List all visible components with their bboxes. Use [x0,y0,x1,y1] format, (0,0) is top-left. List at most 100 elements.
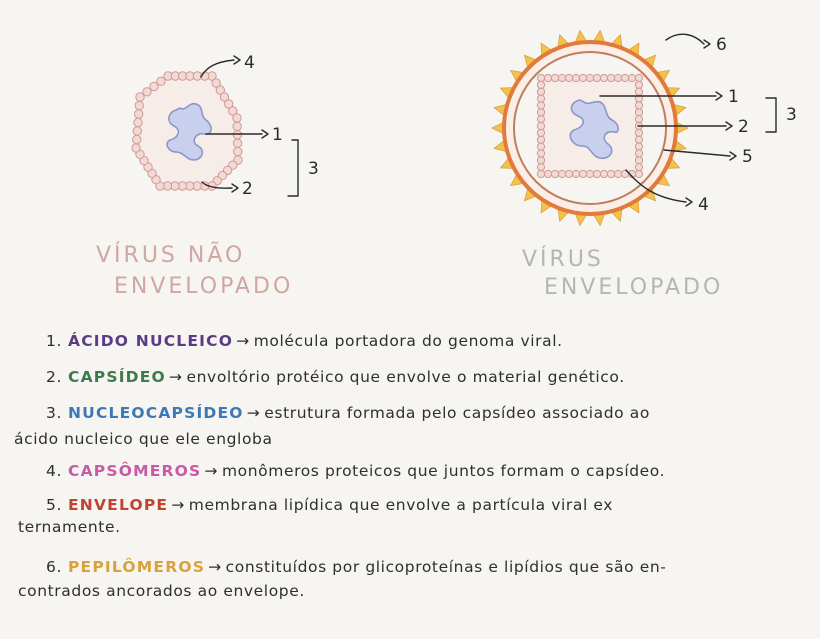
leader-line-2 [201,181,233,189]
capsomer-bead [599,169,609,179]
capsomer-bead [634,115,644,124]
title-non-enveloped-line1: VÍRUS NÃO [96,241,245,268]
capsomer-bead [592,73,602,83]
arrow-icon: → [208,558,222,576]
legend-definition: membrana lipídica que envolve a partícul… [188,496,614,514]
capsomer-bead [550,73,560,83]
legend-number: 1. [46,332,62,350]
capsomer-bead [627,73,637,83]
capsomer-bead [557,169,567,179]
capsomer-bead [536,108,546,117]
capsomer-bead [536,94,546,103]
capsomer-bead [142,87,152,97]
arrow-head-icon [685,197,693,207]
capsomer-bead [228,106,238,116]
capsomer-bead [536,87,546,96]
capsomer-bead [564,169,574,179]
legend-definition: molécula portadora do genoma viral. [253,332,563,350]
legend-term: PEPILÔMEROS [68,558,206,576]
legend-definition: ácido nucleico que ele engloba [14,430,273,448]
capsomer-bead [606,169,616,179]
capsomer-bead [613,73,623,83]
legend-item-5-continued: ternamente. [18,518,121,536]
label-1: 1 [272,125,283,145]
capsomer-bead [634,142,644,151]
capsomer-bead [133,117,143,128]
capsomer-bead [215,85,226,95]
arrow-icon: → [246,404,261,422]
legend-definition: estrutura formada pelo capsídeo associad… [264,404,650,422]
capsomer-bead [634,149,644,158]
bracket-3 [765,97,777,133]
label-4: 4 [698,195,709,215]
capsomer-bead [536,142,546,151]
capsomer-bead [536,73,546,83]
arrow-head-icon [725,121,733,131]
legend-item-1: 1.ÁCIDO NUCLEICO→molécula portadora do g… [46,332,563,350]
capsomer-bead [564,73,574,83]
label-4: 4 [244,53,255,73]
capsomer-bead [536,101,546,110]
capsomer-bead [232,138,243,148]
capsomer-bead [571,169,581,179]
legend-number: 5. [46,496,62,514]
legend-definition: monômeros proteicos que juntos formam o … [221,462,666,480]
capsomer-bead [543,169,553,179]
non-enveloped-virus: 4 1 2 3 VÍRUS NÃO ENVELOPADO [96,53,319,299]
capsomer-beads [131,71,243,191]
leader-line-4 [625,169,687,203]
capsomer-bead [135,92,145,102]
capsomer-bead [219,92,230,102]
capsomer-bead [132,134,142,145]
capsomer-bead [211,78,221,88]
capsomer-bead [536,115,546,124]
capsomer-bead [156,76,166,87]
capsomer-bead [634,163,644,172]
label-3: 3 [786,105,797,125]
capsomer-bead [634,101,644,110]
arrow-icon: → [204,462,218,480]
label-6: 6 [716,35,727,55]
capsomer-bead [149,81,159,92]
virus-diagram: 4 1 2 3 VÍRUS NÃO ENVELOPADO 6 1 2 5 4 3… [96,29,797,300]
label-1: 1 [728,87,739,107]
legend-item-3-continued: ácido nucleico que ele engloba [14,430,273,448]
arrow-icon: → [171,496,185,514]
legend-definition: envoltório protéico que envolve o materi… [186,368,625,386]
capsomer-bead [599,73,609,83]
capsomer-bead [571,73,581,83]
capsomer-bead [224,99,234,109]
legend-term: ENVELOPE [68,496,169,514]
capsomer-bead [536,80,546,90]
capsomer-bead [634,128,644,137]
legend-term: ÁCIDO NUCLEICO [68,332,234,350]
legend-item-3: 3.NUCLEOCAPSÍDEO→estrutura formada pelo … [46,404,650,422]
nucleic-acid-strand [166,102,212,161]
capsomer-bead [536,149,546,158]
capsomer-bead [634,73,644,83]
arrow-head-icon [729,151,737,161]
capsomer-bead [536,156,546,165]
capsomer-beads [536,73,644,179]
capsomer-bead [134,109,144,119]
legend-item-2: 2.CAPSÍDEO→envoltório protéico que envol… [46,368,625,386]
arrow-icon: → [168,368,183,386]
capsomer-bead [132,126,143,136]
capsomer-bead [634,135,644,144]
legend-number: 6. [46,558,62,576]
label-2: 2 [738,117,749,137]
capsomer-bead [620,73,630,83]
capsomer-bead [536,163,546,172]
capsomer-bead [613,169,623,179]
legend-number: 3. [46,404,62,422]
arrow-head-icon [233,55,241,65]
capsomer-bead [585,73,595,83]
title-non-enveloped-line2: ENVELOPADO [114,274,293,299]
arrow-head-icon [715,91,723,101]
capsomer-bead [543,73,553,83]
capsomer-bead [536,121,546,131]
capsomer-bead [232,121,242,132]
capsomer-bead [578,73,588,83]
arrow-head-icon [261,129,269,139]
nucleic-acid-strand [569,99,620,160]
